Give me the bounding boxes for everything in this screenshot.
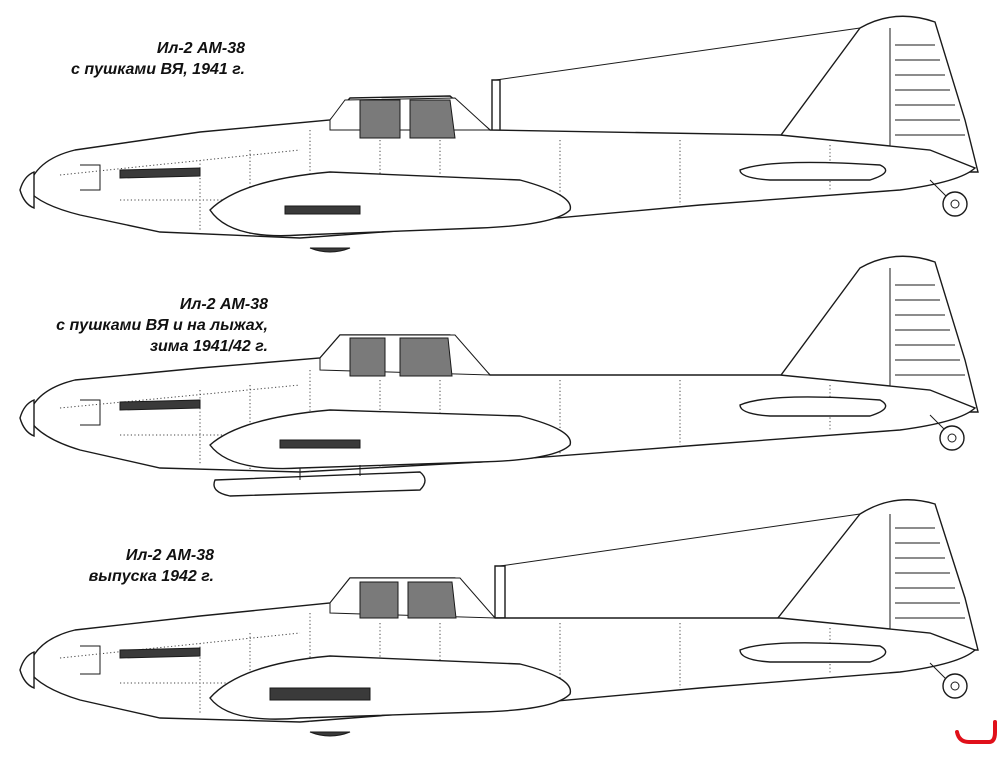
tail-wheel [942,673,968,699]
caption-variant-3: Ил-2 АМ-38 выпуска 1942 г. [40,545,214,587]
tailplane [739,161,887,181]
wing-root-fairing [209,171,572,237]
caption-line: выпуска 1942 г. [88,568,214,585]
antenna-mast [494,565,506,619]
exhaust-stubs [119,167,201,179]
cannon-pod [284,205,361,215]
canopy-glass-shading [359,99,401,139]
main-ski [213,471,426,497]
tail-fin [769,255,979,413]
main-wheel [309,247,351,253]
corner-mark-icon [955,720,997,744]
propeller-spinner [19,398,35,438]
aircraft-profile-2 [19,255,979,497]
tail-wheel [939,425,965,451]
canopy-glass-shading [349,337,386,377]
tail-wheel [942,191,968,217]
antenna-mast [491,79,501,136]
wing-root-fairing [209,409,572,470]
main-wheel [309,731,351,737]
cannon-pod [269,687,371,701]
tailplane [739,396,887,417]
caption-line: зима 1941/42 г. [149,338,268,355]
tail-fin [769,499,979,651]
aircraft-profile-1 [19,15,979,253]
canopy-glass-shading [359,581,399,619]
propeller-spinner [19,170,35,210]
exhaust-stubs [119,647,201,659]
aircraft-profile-3 [19,499,979,737]
wing-root-fairing [209,655,572,720]
tail-fin [769,15,979,173]
caption-line: Ил-2 АМ-38 [125,547,214,564]
caption-line: Ил-2 АМ-38 [156,40,245,57]
propeller-spinner [19,650,35,690]
exhaust-stubs [119,399,201,411]
cannon-pod [279,439,361,449]
caption-line: с пушками ВЯ, 1941 г. [70,61,245,78]
tailplane [739,642,887,663]
caption-variant-1: Ил-2 АМ-38 с пушками ВЯ, 1941 г. [20,38,245,80]
caption-variant-2: Ил-2 АМ-38 с пушками ВЯ и на лыжах, зима… [40,294,268,357]
caption-line: с пушками ВЯ и на лыжах, [56,317,268,334]
caption-line: Ил-2 АМ-38 [179,296,268,313]
